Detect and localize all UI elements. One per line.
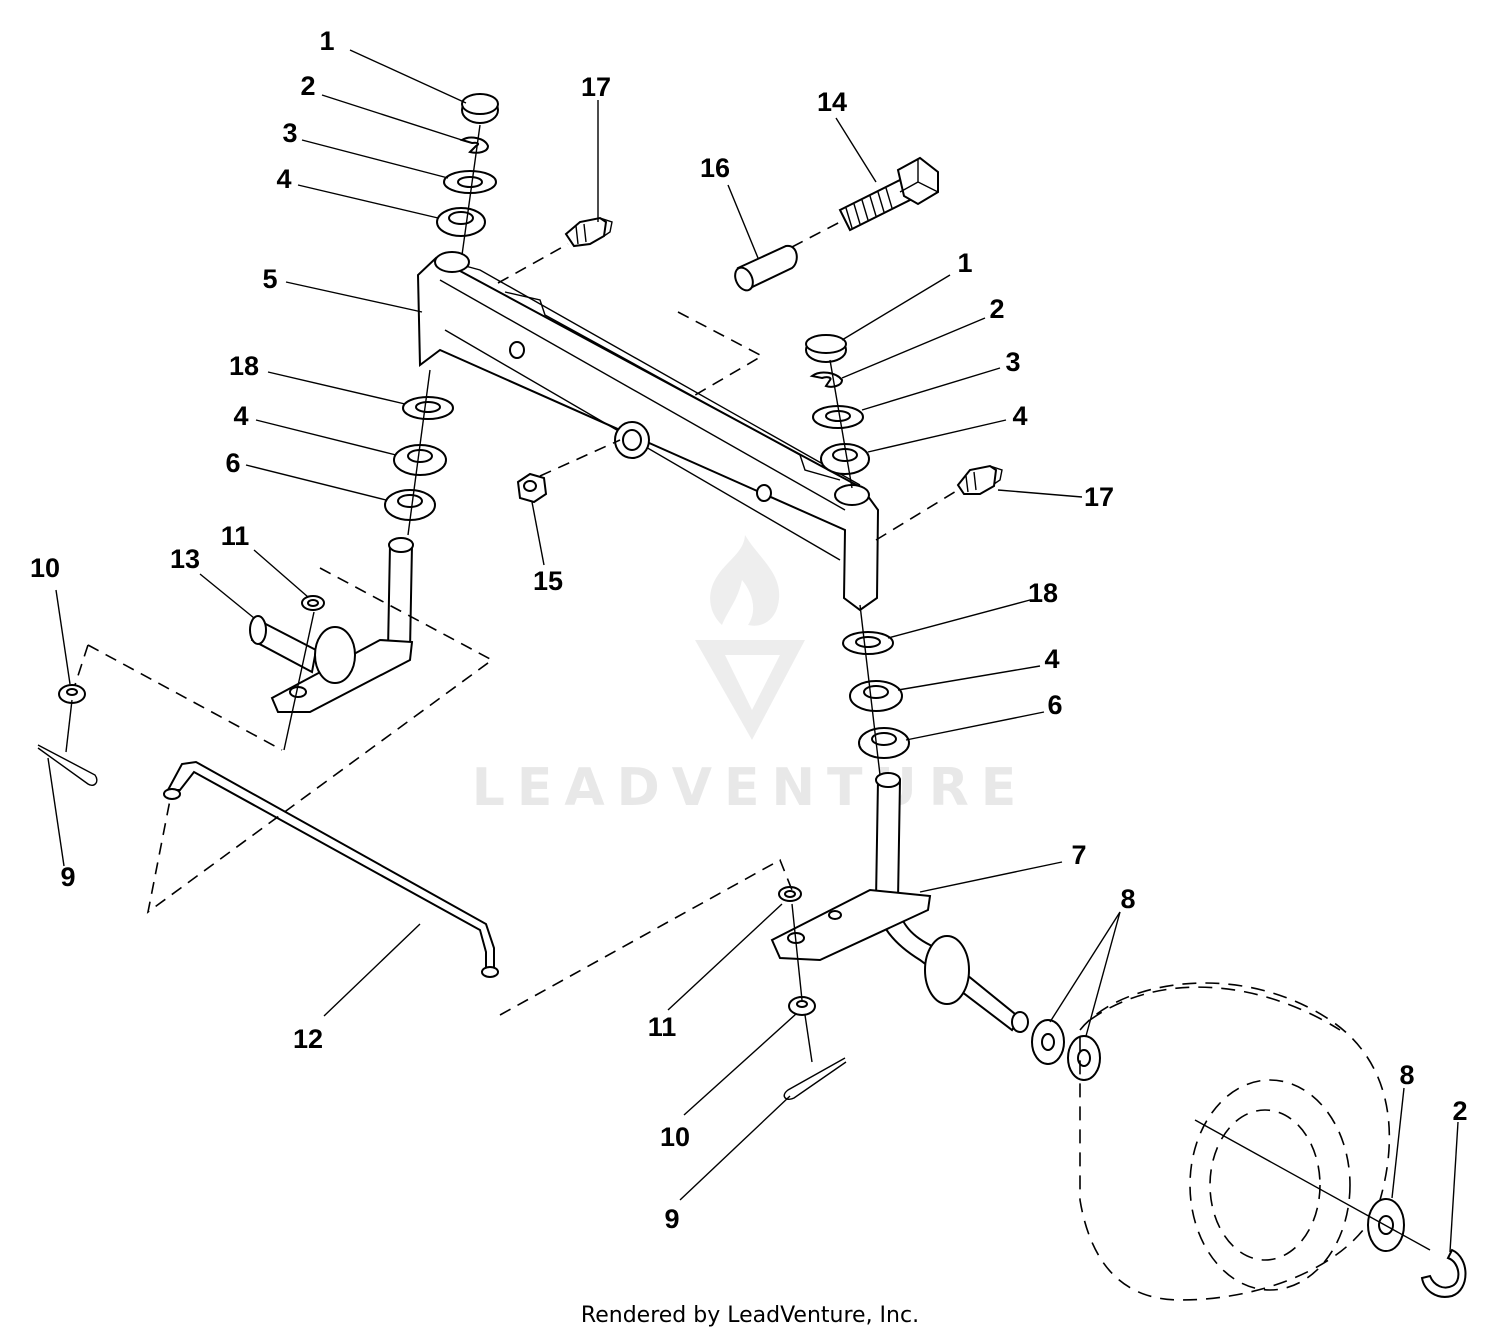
watermark-text: LEADVENTURE: [472, 758, 1029, 818]
leader-lines: [47, 49, 1459, 1253]
callout-5: 5: [262, 264, 277, 294]
callout-3-right: 3: [1005, 347, 1020, 377]
grease-fitting-left: [564, 216, 613, 248]
callout-9-right: 9: [664, 1204, 679, 1234]
callout-4-right-lower: 4: [1044, 644, 1059, 674]
callout-3-top-left: 3: [282, 118, 297, 148]
spacer-tube-part-16: [734, 244, 798, 292]
callout-18-left: 18: [229, 351, 259, 381]
callout-2-top-left: 2: [300, 71, 315, 101]
spindle-washers-part-8: [1031, 1019, 1101, 1081]
callout-18-right: 18: [1028, 578, 1058, 608]
callouts: 1 2 3 4 5 18 4 6 17 16 14 1 2 3 4 17 15 …: [30, 26, 1468, 1234]
right-spindle-assembly: [770, 772, 1029, 1033]
callout-9-left: 9: [60, 862, 75, 892]
right-lower-washers: [842, 631, 910, 759]
footer-credit: Rendered by LeadVenture, Inc.: [581, 1303, 919, 1328]
left-lower-washers: [384, 396, 454, 521]
callout-16: 16: [700, 153, 730, 183]
left-spindle-assembly: [249, 537, 414, 713]
callout-2-right: 2: [989, 294, 1004, 324]
center-lines: [65, 124, 1431, 1251]
callout-17-top: 17: [581, 72, 611, 102]
leadventure-watermark: LEADVENTURE: [472, 535, 1029, 818]
callout-7: 7: [1071, 840, 1086, 870]
callout-2-hub: 2: [1452, 1096, 1467, 1126]
callout-14: 14: [817, 87, 847, 117]
callout-6-left: 6: [225, 448, 240, 478]
axle-beam-part-5: [416, 251, 880, 612]
flame-icon: [710, 535, 780, 626]
tie-rod-part-12: [163, 760, 499, 978]
callout-8-hub: 8: [1399, 1060, 1414, 1090]
callout-6-right: 6: [1047, 690, 1062, 720]
left-washer-cotter: [37, 684, 98, 786]
right-upper-hardware: [805, 334, 870, 475]
callout-4-right-upper: 4: [1012, 401, 1027, 431]
callout-15: 15: [533, 566, 563, 596]
callout-11-right: 11: [648, 1012, 677, 1042]
callout-13: 13: [170, 544, 200, 574]
left-upper-hardware: [436, 93, 499, 237]
callout-8-spindle: 8: [1120, 884, 1135, 914]
nut-part-15: [516, 472, 548, 504]
callout-17-right: 17: [1084, 482, 1114, 512]
callout-11-left: 11: [221, 521, 250, 551]
callout-10-left: 10: [30, 553, 60, 583]
callout-10-right: 10: [660, 1122, 690, 1152]
callout-12: 12: [293, 1024, 323, 1054]
v-logo-icon: [695, 640, 805, 740]
bolt-part-14: [838, 156, 939, 232]
right-washer-cotter: [783, 996, 847, 1100]
callout-1-top-left: 1: [319, 26, 334, 56]
callout-4-top-left: 4: [276, 164, 291, 194]
callout-1-right: 1: [957, 248, 972, 278]
callout-4-left-lower: 4: [233, 401, 248, 431]
grease-fitting-right: [956, 464, 1003, 495]
